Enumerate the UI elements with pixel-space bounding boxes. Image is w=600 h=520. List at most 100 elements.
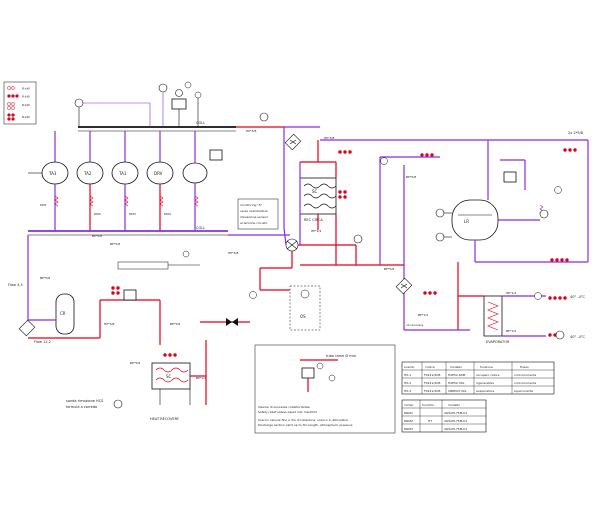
monitor-note: monitoring "S" verso scambiatore rilevaz…: [237, 198, 279, 230]
oil-recovery-label: oil recovery: [406, 323, 424, 327]
hx-r2-c3: H2P52-30L: [448, 381, 465, 385]
middle-lines: BP*5/8 BP*5/8: [320, 139, 489, 330]
cp-r1-c3: 4GSCM-75M-K1: [444, 411, 467, 415]
badge-8: [423, 291, 437, 295]
hx-r3-c1: HX-3: [404, 389, 411, 393]
hx-table: scamb. codice modello funzione flusso HX…: [401, 361, 555, 395]
hx-th-3: modello: [450, 365, 462, 369]
pipe-label-3: HP*1/2: [311, 229, 321, 233]
pressure-transmitter-icon: [74, 98, 84, 108]
compressor-1-motor: DM1: [40, 203, 47, 207]
pipe-label-15: BP*5/8: [40, 276, 50, 280]
compressor-4[interactable]: DRV DM4: [146, 131, 174, 231]
compressor-4-tag: DRV: [154, 171, 163, 176]
compressor-bank: TA3 DM1 TA2 DM2 TA1 DM3 DRV DM4: [28, 131, 223, 231]
cp-r3-c3: 4GSCM-75M-K1: [444, 427, 467, 431]
left-receiver[interactable]: CR Flow 4,5 Flow 12,2: [8, 283, 100, 344]
monitor-line-1: monitoring "S": [240, 203, 263, 207]
heat-recovery-label: HEAT RECOVERY: [150, 417, 180, 421]
hx-th-5: flusso: [520, 365, 529, 369]
compressor-1[interactable]: TA3 DM1: [28, 131, 69, 231]
compressor-table: compr. function modello DRM1 4GSCM-75M-K…: [401, 399, 487, 433]
compressor-3[interactable]: TA1 DM3: [111, 131, 139, 231]
oil-valve-block-icon: [171, 98, 187, 110]
oil-separator[interactable]: OS: [249, 267, 321, 331]
monitor-line-3: rilevazione sensori: [240, 215, 268, 219]
badge-10: [163, 353, 177, 357]
valve-note-1: Valvole di sicurezza collettorizzate: [258, 405, 310, 409]
cp-r2-c3: 4GSCM-75M-K1: [444, 419, 467, 423]
receiver-tag: LR: [464, 219, 469, 224]
heat-recovery-hx[interactable]: SC HEAT RECOVERY BP*1/2 BP*5/8: [130, 340, 207, 421]
sonda-note: sonda rimozione HCS formula a corredo: [66, 399, 123, 409]
suction-size: BP*5/8: [92, 234, 102, 238]
badge-2: [338, 190, 347, 199]
legend-label-3: R:kW: [22, 103, 30, 107]
filter-drier-top[interactable]: [284, 133, 302, 151]
top-left-instruments: [74, 81, 202, 127]
pipe-label-6: HP*5/8: [104, 322, 114, 326]
compressor-3-motor: DM3: [129, 212, 136, 216]
hx-r1-c2: F0121/4CB: [424, 373, 440, 377]
filter-drier-mid[interactable]: [395, 277, 413, 295]
hx-r1-c1: HX-1: [404, 373, 411, 377]
left-receiver-tag: CR: [60, 311, 66, 316]
hx-r3-c5: equicorrente: [514, 389, 533, 393]
flow-1: Flow 4,5: [8, 283, 23, 287]
compressor-1-tag: TA3: [48, 171, 57, 176]
cp-th-1: compr.: [404, 403, 414, 407]
three-way-valve[interactable]: [283, 227, 356, 268]
pipe-label-8: BP*1/2: [196, 376, 206, 380]
valve-notes-box: tubo rame Ø mm Valvole di sicurezza coll…: [254, 344, 396, 434]
legend-row-2: R:kW: [7, 94, 30, 99]
cp-r2-c1: DRM2: [404, 419, 413, 423]
liquid-receiver[interactable]: LR: [435, 199, 520, 262]
cp-th-3: modello: [448, 403, 460, 407]
badge-9: [111, 286, 120, 295]
temp-sensor-icon: [259, 112, 269, 122]
compressor-4-motor: DM4: [164, 212, 171, 216]
pipe-label-7: BP*5/8: [170, 322, 180, 326]
hx-r2-c1: HX-2: [404, 381, 411, 385]
top-header-label: COLL: [196, 121, 205, 125]
hx-r1-c3: H2P52-60M: [448, 373, 466, 377]
flex-hose-icon: [54, 195, 59, 207]
rec-label: REC CIRCA: [304, 218, 323, 222]
pipe-label-4: BP*5/8: [406, 175, 416, 179]
legend-label-2: R:kW: [22, 95, 30, 99]
pipe-label-2: HP*5/8: [324, 136, 334, 140]
compressor-2-motor: DM2: [94, 212, 101, 216]
valve-note-3: Scarico valvole fino a 3m di tubazione, …: [258, 418, 348, 422]
badge-6: [548, 296, 567, 300]
valve-note-2: Safety relief valves piped into manifold: [258, 410, 317, 414]
rec-hx-tag: SC: [312, 189, 318, 194]
legend-row-3: R:kW: [7, 102, 30, 110]
badge-5: [550, 258, 569, 262]
pipe-label-11: HP*1/2: [506, 291, 516, 295]
cp-r2-c2: HT: [428, 419, 432, 423]
monitor-line-2: verso scambiatore: [240, 209, 268, 213]
legend-label-4: R:kW: [22, 115, 30, 119]
badge-3: [420, 153, 434, 157]
monitor-line-4: al termine circuito: [240, 221, 267, 225]
pressure-gauge-icon: [158, 83, 168, 93]
sonda-line-1: sonda rimozione HCS: [66, 399, 104, 403]
right-loop: 2x 2*5/8: [475, 131, 589, 263]
legend: R:kW R:kW R:kW R:kW: [3, 81, 37, 125]
compressor-2-tag: TA2: [83, 171, 92, 176]
evap-label: EVAPORATOR: [486, 340, 510, 344]
temp-t2: 40° -4°C: [570, 335, 586, 339]
compressor-2[interactable]: TA2 DM2: [76, 131, 104, 231]
pipe-label-13: BP*1/2: [418, 313, 428, 317]
evaporator[interactable]: EVAPORATOR 40° -4°C 40° -4°C HP*1/2 BP*1…: [418, 262, 586, 344]
compressor-3-tag: TA1: [118, 171, 127, 176]
hx-r2-c2: F0121/4CB: [424, 381, 440, 385]
dot-badges: [111, 148, 577, 357]
hx-r1-c5: controcorrente: [514, 373, 536, 377]
oil-separator-tag: OS: [300, 314, 306, 319]
hx-r2-c5: controcorrente: [514, 381, 536, 385]
pipe-label-12: BP*1/2: [506, 329, 516, 333]
badge-4: [563, 148, 577, 152]
badge-1: [338, 150, 352, 154]
cp-r3-c1: DRM3: [404, 427, 413, 431]
